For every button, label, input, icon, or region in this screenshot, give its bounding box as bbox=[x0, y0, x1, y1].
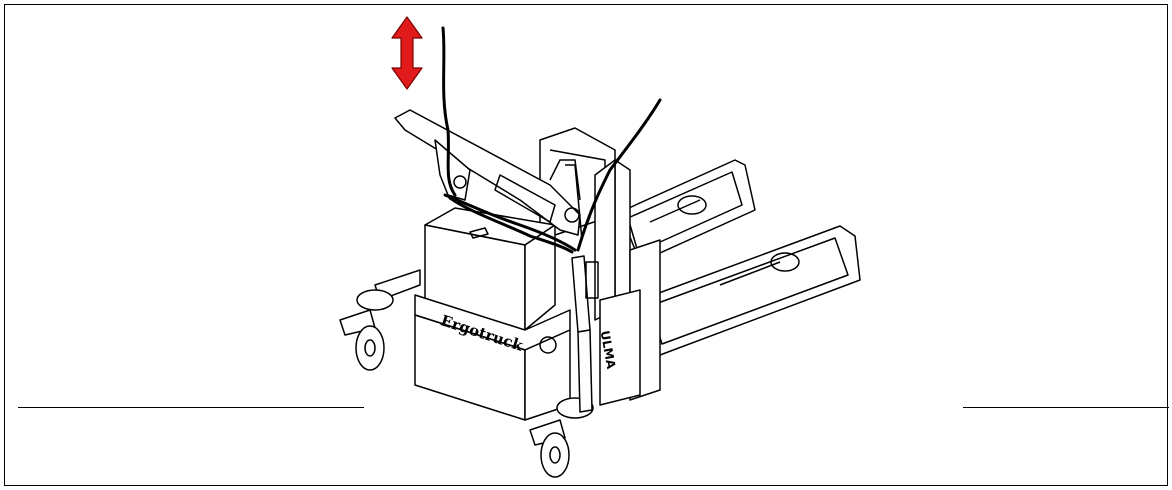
curved-stroke-line bbox=[443, 193, 577, 252]
lift-cylinder bbox=[571, 255, 591, 333]
movement-lines bbox=[441, 26, 662, 254]
diagonal-stroke-line bbox=[576, 98, 662, 252]
control-box bbox=[585, 261, 599, 299]
frame-brand-label: ULMA bbox=[598, 329, 619, 370]
pallet-truck-body: Ergotruck ULMA bbox=[339, 109, 861, 478]
mast-column bbox=[614, 159, 631, 311]
caster-wheel-left bbox=[339, 289, 394, 371]
divider-line-right bbox=[963, 407, 1169, 408]
tiller-handle bbox=[394, 109, 583, 241]
caster-wheel-right bbox=[529, 397, 594, 478]
vertical-stroke-line bbox=[441, 26, 457, 197]
up-down-arrow-icon bbox=[391, 16, 423, 90]
divider-line-left bbox=[18, 407, 364, 408]
base-housing: Ergotruck ULMA bbox=[414, 294, 619, 421]
